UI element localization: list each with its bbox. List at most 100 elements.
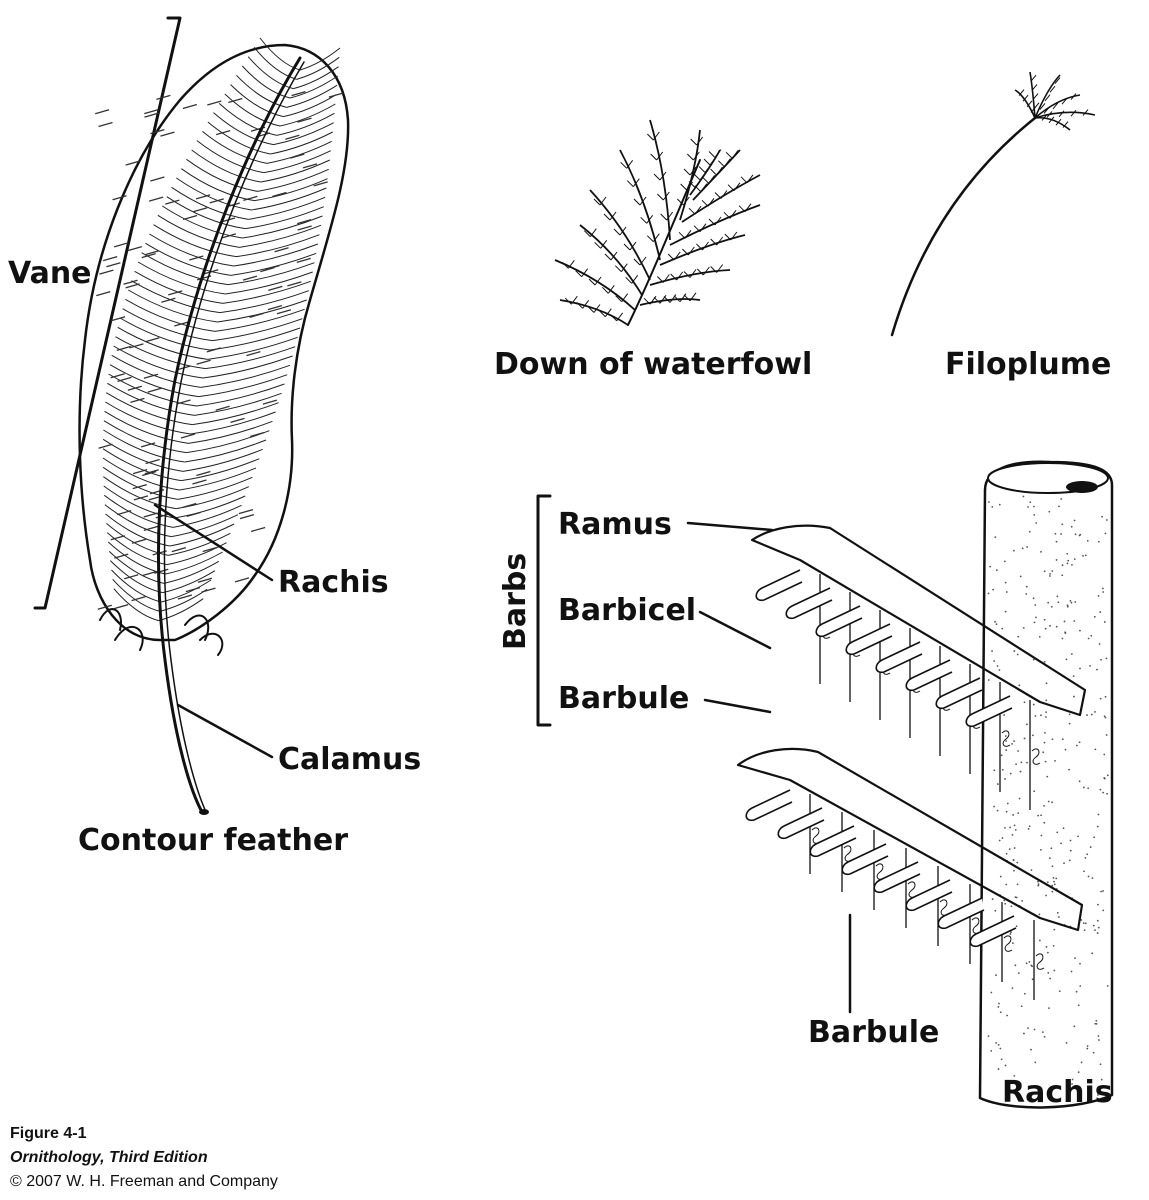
stipple-dot [1004,903,1006,905]
stipple-dot [1100,789,1102,791]
stipple-dot [1099,643,1101,645]
vane-texture-dash [250,313,264,317]
vane-texture-dash [251,527,265,531]
down-barbule [703,267,709,275]
stipple-dot [1079,963,1081,965]
stipple-dot [991,650,993,652]
vane-barb-hatching [95,38,343,621]
stipple-dot [1047,952,1049,954]
stipple-dot [1106,519,1108,521]
down-barbule [718,161,724,167]
stipple-dot [1101,516,1103,518]
stipple-dot [1045,628,1047,630]
stipple-dot [1071,526,1073,528]
stipple-dot [1106,734,1108,736]
stipple-dot [1093,836,1095,838]
stipple-dot [1065,632,1067,634]
stipple-dot [1099,611,1101,613]
stipple-dot [1005,1065,1007,1067]
stipple-dot [994,536,996,538]
stipple-dot [1034,604,1036,606]
stipple-dot [1098,595,1100,597]
vane-texture-dash [150,177,164,181]
vane-texture-dash [145,338,159,342]
vane-texture-dash [193,208,207,212]
stipple-dot [1005,735,1007,737]
stipple-dot [1079,668,1081,670]
stipple-dot [1098,814,1100,816]
stipple-dot [1096,669,1098,671]
vane-texture-dash [128,247,142,251]
barbule-scroll [816,606,862,636]
barbule-scroll [846,624,892,654]
down-barbule [715,150,721,158]
stipple-dot [988,501,990,503]
stipple-dot [990,1050,992,1052]
barbule-scroll [906,660,952,690]
barbule-scroll [966,696,1012,726]
stipple-dot [995,974,997,976]
barbule-scroll [786,588,832,618]
stipple-dot [1043,805,1045,807]
stipple-dot [1019,798,1021,800]
stipple-dot [1046,682,1048,684]
vane-texture-dash [124,280,138,284]
stipple-dot [1044,742,1046,744]
stipple-dot [1053,970,1055,972]
stipple-dot [1079,985,1081,987]
down-feather-illustration [555,120,760,325]
stipple-dot [1079,630,1081,632]
stipple-dot [1028,828,1030,830]
stipple-dot [1049,625,1051,627]
stipple-dot [1083,870,1085,872]
down-barbule [660,295,666,303]
stipple-dot [1034,1029,1036,1031]
vane-texture-dash [99,270,113,274]
stipple-dot [1048,511,1050,513]
down-barbule [661,214,667,220]
stipple-dot [1095,1020,1097,1022]
stipple-dot [988,679,990,681]
stipple-dot [1106,657,1108,659]
stipple-dot [1006,1015,1008,1017]
vane-texture-dash [146,459,160,463]
barbule-scroll [746,790,792,820]
stipple-dot [1071,971,1073,973]
stipple-dot [1060,843,1062,845]
stipple-dot [1023,1033,1025,1035]
contour-feather-illustration: Vane Rachis Calamus Contour feather [8,18,421,858]
stipple-dot [1055,878,1057,880]
vane-barb-line [123,309,213,341]
stipple-dot [1033,790,1035,792]
stipple-dot [1012,814,1014,816]
barbule-scroll [876,642,922,672]
stipple-dot [1083,922,1085,924]
vane-texture-dash [132,539,146,543]
stipple-dot [1058,505,1060,507]
stipple-dot [1032,978,1034,980]
stipple-dot [1044,1036,1046,1038]
vane-texture-dash [111,374,125,378]
stipple-dot [1071,602,1073,604]
stipple-dot [999,504,1001,506]
stipple-dot [1058,916,1060,918]
vane-texture-dash [114,605,128,609]
down-barbule [741,177,747,183]
down-barbule [732,150,738,158]
rachis-stipple [987,496,1108,1096]
barbule-scroll [874,862,920,892]
stipple-dot [1001,1058,1003,1060]
upper-barbules [756,570,1040,810]
stipple-dot [1087,540,1089,542]
stipple-dot [999,840,1001,842]
calamus-label: Calamus [278,742,421,777]
stipple-dot [1053,929,1055,931]
vane-texture-dash [207,101,221,105]
vane-barb-line [128,290,217,322]
stipple-dot [1013,650,1015,652]
vane-texture-dash [117,377,131,381]
barbs-label: Barbs [498,553,533,650]
vane-texture-dash [231,418,245,422]
stipple-dot [1002,769,1004,771]
stipple-dot [1105,533,1107,535]
